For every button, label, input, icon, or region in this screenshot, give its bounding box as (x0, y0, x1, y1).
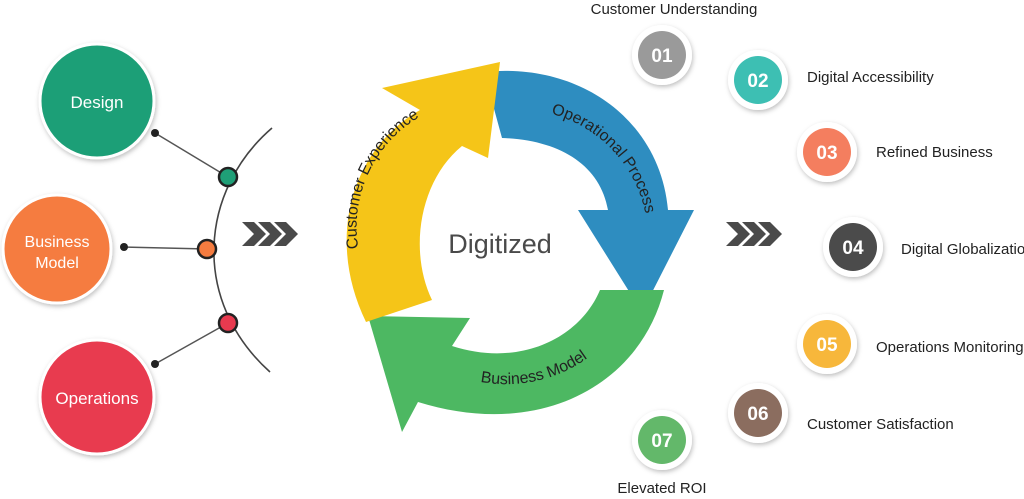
junction-dot-green (217, 166, 239, 188)
node-business-model-label-line2: Model (35, 255, 79, 272)
item-06-number: 06 (747, 404, 768, 425)
node-design-label: Design (71, 93, 124, 112)
cycle-diagram: Customer Experience Operational Process … (344, 62, 694, 432)
junction-dot-orange (196, 238, 218, 260)
right-list: 01 Customer Understanding 02 Digital Acc… (591, 1, 1024, 497)
item-04-number: 04 (842, 238, 864, 259)
segment-customer-experience (346, 62, 500, 322)
item-01-number: 01 (651, 46, 673, 67)
item-03-label: Refined Business (876, 144, 993, 161)
item-01-label: Customer Understanding (591, 1, 758, 18)
item-06-badge (728, 383, 788, 443)
node-business-model-label-line1: Business (25, 234, 90, 251)
junction-dot-red (217, 312, 239, 334)
item-03-number: 03 (816, 143, 837, 164)
item-05-label: Operations Monitoring (876, 339, 1024, 356)
segment-business-model (368, 290, 664, 432)
left-section: Design Business Model Operations (1, 42, 273, 456)
item-03-badge (797, 122, 857, 182)
item-01-badge (632, 25, 692, 85)
item-04-badge (823, 217, 883, 277)
item-06-label: Customer Satisfaction (807, 416, 954, 433)
node-business-model (1, 193, 113, 305)
item-05-badge (797, 314, 857, 374)
chevron-arrow-right (726, 222, 782, 246)
left-curve (213, 127, 273, 373)
item-02-number: 02 (747, 71, 768, 92)
connector-business-model (123, 246, 208, 250)
connector-design (154, 132, 229, 178)
connector-end-dot (151, 129, 159, 137)
item-07-label: Elevated ROI (617, 480, 706, 497)
node-operations (38, 338, 156, 456)
item-04-label: Digital Globalization (901, 241, 1024, 258)
connector-operations (154, 322, 229, 365)
item-07-number: 07 (651, 431, 672, 452)
item-02-label: Digital Accessibility (807, 69, 934, 86)
connector-end-dot (120, 243, 128, 251)
chevron-arrow-left (242, 222, 298, 246)
cycle-center-label: Digitized (448, 229, 552, 259)
item-05-number: 05 (816, 335, 838, 356)
item-07-badge (632, 410, 692, 470)
node-design (38, 42, 156, 160)
node-operations-label: Operations (55, 389, 138, 408)
connector-end-dot (151, 360, 159, 368)
item-02-badge (728, 50, 788, 110)
segment-operational-process (484, 70, 694, 312)
